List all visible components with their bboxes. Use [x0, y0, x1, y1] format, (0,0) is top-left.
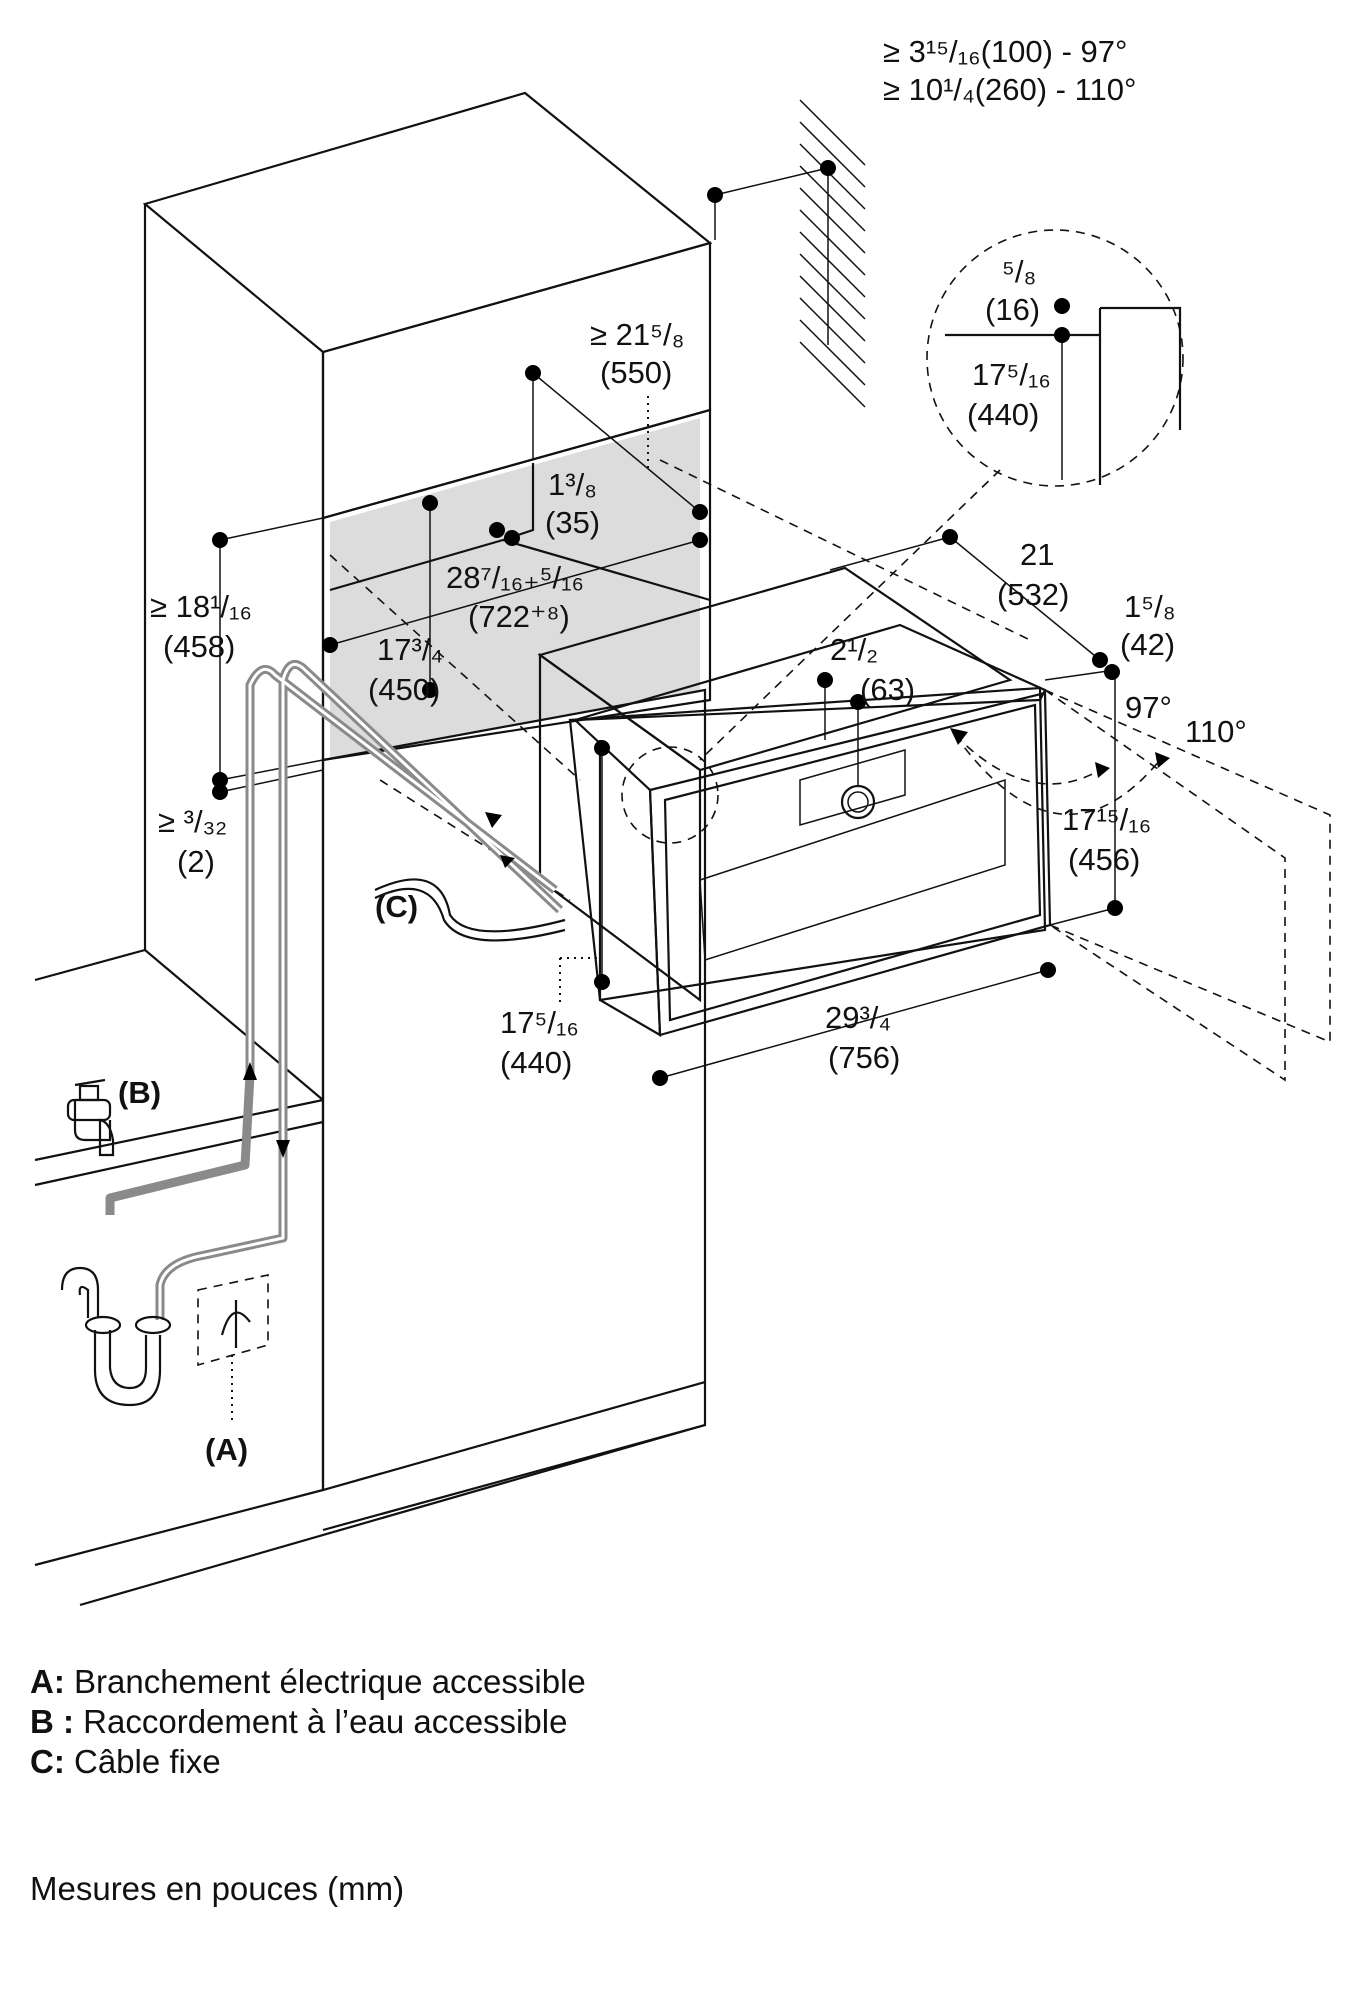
niche-height-inner-in: 17³/₄ — [377, 632, 443, 667]
width-front-in: 29³/₄ — [825, 1000, 891, 1035]
callout-c: (C) — [375, 889, 418, 924]
width-niche-mm: (722⁺⁸) — [468, 599, 570, 634]
handle-mm: (63) — [860, 672, 915, 707]
appliance-height-mm: (456) — [1068, 842, 1140, 877]
oven-appliance — [537, 566, 1052, 1037]
depth-appliance-mm: (532) — [997, 577, 1069, 612]
legend-text: Raccordement à l’eau accessible — [83, 1703, 568, 1740]
gap-in: ≥ ³/₃₂ — [158, 804, 227, 839]
units-note: Mesures en pouces (mm) — [30, 1870, 405, 1907]
detail-magnifier — [699, 229, 1184, 761]
angle-110: 110° — [1185, 714, 1247, 749]
niche-height-inner-mm: (450) — [368, 672, 440, 707]
wall-hatching — [799, 99, 866, 408]
legend-key: A: — [30, 1663, 65, 1700]
water-tap-icon — [66, 1078, 115, 1157]
callout-a: (A) — [205, 1432, 248, 1467]
body-height-mm: (440) — [500, 1045, 572, 1080]
appliance-height-in: 17¹⁵/₁₆ — [1062, 802, 1151, 837]
callout-b: (B) — [118, 1075, 161, 1110]
angle-97: 97° — [1125, 690, 1172, 725]
legend-text: Branchement électrique accessible — [74, 1663, 586, 1700]
recess-in: 1³/₈ — [548, 467, 597, 502]
gap-mm: (2) — [177, 844, 215, 879]
width-front-mm: (756) — [828, 1040, 900, 1075]
front-mm: (42) — [1120, 627, 1175, 662]
dimension-labels: ≥ 3¹⁵/₁₆(100) - 97° ≥ 10¹/₄(260) - 110° … — [118, 34, 1247, 1467]
legend-item-a: A: Branchement électrique accessible — [30, 1662, 586, 1702]
door-swing — [950, 689, 1331, 1082]
pipes — [105, 659, 566, 1320]
legend: A: Branchement électrique accessible B :… — [30, 1662, 586, 1782]
legend-item-c: C: Câble fixe — [30, 1742, 586, 1782]
detail-height-in: 17⁵/₁₆ — [972, 357, 1051, 392]
niche-height-left-mm: (458) — [163, 629, 235, 664]
front-in: 1⁵/₈ — [1124, 589, 1176, 624]
detail-small-mm: (16) — [985, 292, 1040, 327]
top-right-line1: ≥ 3¹⁵/₁₆(100) - 97° — [883, 34, 1127, 69]
legend-text: Câble fixe — [74, 1743, 221, 1780]
top-right-line2: ≥ 10¹/₄(260) - 110° — [883, 72, 1136, 107]
recess-mm: (35) — [545, 505, 600, 540]
depth-niche-mm: (550) — [600, 355, 672, 390]
detail-small-in: ⁵/₈ — [1002, 254, 1036, 289]
installation-diagram: ≥ 3¹⁵/₁₆(100) - 97° ≥ 10¹/₄(260) - 110° … — [34, 34, 1331, 1607]
handle-in: 2¹/₂ — [830, 632, 878, 667]
electrical-outlet-icon — [197, 1274, 269, 1425]
dimension-lines — [212, 160, 1123, 1086]
depth-niche-in: ≥ 21⁵/₈ — [590, 317, 684, 352]
siphon-trap-icon — [60, 1266, 172, 1407]
legend-item-b: B : Raccordement à l’eau accessible — [30, 1702, 586, 1742]
depth-appliance-in: 21 — [1020, 537, 1054, 572]
detail-height-mm: (440) — [967, 397, 1039, 432]
width-niche-in: 28⁷/₁₆₊⁵/₁₆ — [446, 560, 584, 595]
legend-key: C: — [30, 1743, 65, 1780]
body-height-in: 17⁵/₁₆ — [500, 1005, 579, 1040]
niche-height-left-in: ≥ 18¹/₁₆ — [150, 589, 252, 624]
legend-key: B : — [30, 1703, 74, 1740]
